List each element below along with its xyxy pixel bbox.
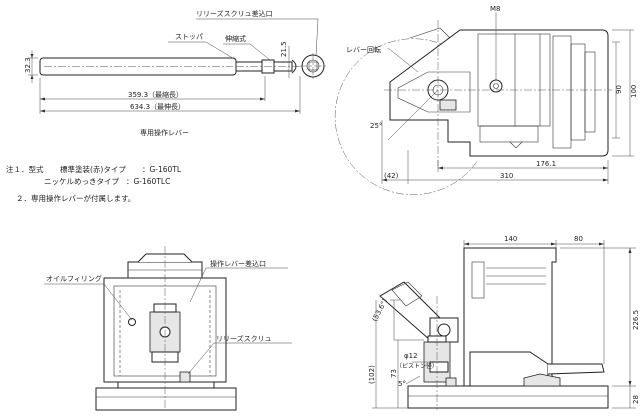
m8-label: M8	[490, 5, 501, 13]
lever-slot-label: 操作レバー差込口	[210, 259, 266, 268]
front-view	[44, 246, 292, 411]
telescopic-label: 伸縮式	[225, 34, 246, 43]
lever-width-dim: 21.5	[280, 41, 288, 57]
lever-caption: 専用操作レバー	[140, 128, 189, 137]
side-piston-note: （ピストン径）	[396, 362, 438, 370]
side-dim-2265: 226.5	[632, 310, 640, 330]
operating-lever-view	[28, 18, 326, 114]
top-view	[334, 12, 634, 195]
side-dim-28: 28	[632, 395, 640, 404]
note1-line2-model: ：G-160TLC	[126, 177, 170, 186]
side-dim-73: 73	[390, 369, 398, 378]
top-dim-90: 90	[615, 85, 623, 94]
top-dim-100: 100	[630, 85, 638, 98]
note1-line1-model: ：G-160TL	[142, 165, 182, 174]
top-dim-310: 310	[500, 172, 513, 180]
note1-line2-desc: ニッケルめっきタイプ	[44, 177, 119, 186]
lever-shortest-dim: 359.3（最縮長）	[128, 90, 183, 99]
top-dim-42: (42)	[384, 172, 399, 180]
note2: ２．専用操作レバーが付属します。	[16, 193, 135, 203]
note1-line1-desc: 標準塗装(赤)タイプ	[60, 164, 126, 174]
side-dim-102: (102)	[368, 365, 376, 384]
oil-filling-label: オイルフィリング	[46, 274, 102, 283]
lever-height-dim: 32.3	[24, 57, 32, 73]
lever-longest-dim: 634.3（最伸長）	[130, 102, 185, 111]
top-angle-25: 25°	[370, 122, 382, 130]
release-screw-label: リリーズスクリュ	[216, 334, 272, 343]
lever-pivot-label: レバー回転	[346, 46, 381, 54]
side-dim-80: 80	[574, 235, 583, 243]
side-angle-5: 5°	[398, 380, 406, 388]
side-dim-140: 140	[504, 235, 517, 243]
stopper-label: ストッパ	[175, 33, 203, 41]
note1-prefix: 注１．型式	[6, 164, 44, 174]
side-phi12: φ12	[404, 352, 418, 360]
side-angle-536: (53.6°)	[371, 297, 390, 323]
release-screw-slot-label: リリーズスクリュ差込口	[196, 9, 273, 18]
side-view	[372, 240, 636, 410]
top-dim-176: 176.1	[536, 160, 556, 168]
